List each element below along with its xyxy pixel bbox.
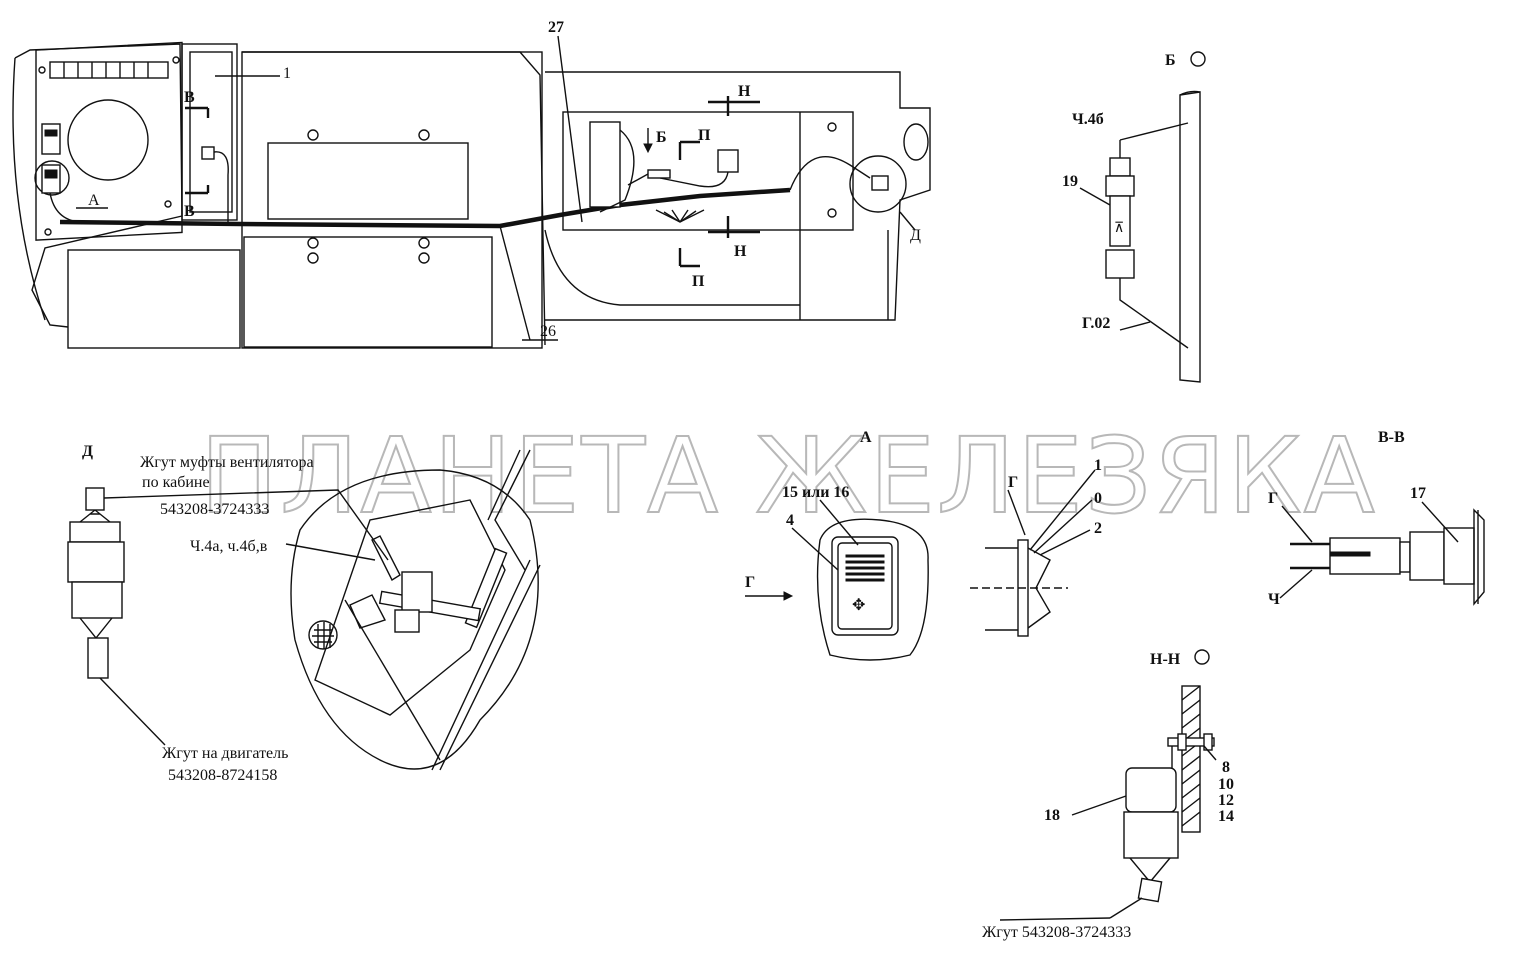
view-nn-fastener-1: 10 [1218, 776, 1234, 793]
view-a-detail-outline [816, 518, 929, 661]
watermark-text: ПЛАНЕТА ЖЕЛЕЗЯКА [200, 415, 1377, 537]
view-b-panel [1179, 91, 1201, 383]
mark-p-top: П [698, 127, 711, 144]
battery-upper [267, 142, 469, 220]
view-d-harness-engine-code: 543208-8724158 [168, 767, 277, 784]
view-d-harness-engine [87, 637, 109, 679]
view-g-pos1: 1 [1094, 457, 1102, 474]
fan-clutch-unit [589, 121, 621, 208]
view-d-plug-body [67, 541, 125, 583]
view-b-wire-top: Ч.4б [1072, 111, 1104, 128]
main-harness [59, 187, 791, 229]
mark-d: Д [910, 227, 921, 244]
view-g-pos2: 2 [1094, 520, 1102, 537]
diode-19 [1109, 195, 1131, 247]
detail-circle-d [849, 155, 907, 213]
callout-1: 1 [283, 65, 291, 82]
view-vv-title: В-В [1378, 429, 1405, 446]
view-d-harness-cab-line2: по кабине [142, 474, 210, 491]
view-d-grommet [308, 620, 338, 650]
view-g-pos0: 0 [1094, 490, 1102, 507]
view-b-wire-bottom: Г.02 [1082, 315, 1110, 332]
view-b-title: Б [1165, 52, 1176, 69]
mark-p-bottom: П [692, 273, 705, 290]
svg-text:⊼: ⊼ [1114, 221, 1124, 236]
view-nn-part-18: 18 [1044, 807, 1060, 824]
view-a: А ✥ 15 или 16 4 Г [745, 429, 929, 661]
central-housing [241, 51, 543, 349]
view-d: Д Жгут муфты вентилятора по кабине 54320… [67, 443, 541, 784]
view-nn-bolt [1167, 737, 1215, 747]
relay-box [717, 149, 739, 173]
dashboard-outline [14, 43, 183, 328]
view-a-title: А [860, 429, 872, 446]
view-a-part-frame: 4 [786, 512, 794, 529]
connector-v [201, 146, 215, 160]
mark-n-bottom: Н [734, 243, 747, 260]
indicator-strip [49, 61, 169, 79]
view-d-wires: Ч.4а, ч.4б,в [190, 538, 268, 555]
lamp-17 [1409, 531, 1445, 581]
view-d-bolt [401, 571, 433, 613]
gauge-circle [67, 99, 149, 181]
view-d-connector [85, 487, 105, 511]
side-panel [181, 43, 238, 221]
main-assembly-view: А 1 В В 26 [12, 19, 931, 349]
view-nn-harness: Жгут 543208-3724333 [982, 924, 1131, 941]
view-b: Б ⊼ Ч.4б 19 Г.02 [1062, 51, 1206, 383]
switch-a [41, 164, 61, 194]
view-vv-wire-ch: Ч [1268, 591, 1280, 608]
view-g: Г 1 0 2 [970, 457, 1102, 637]
view-d-harness-engine-line1: Жгут на двигатель [162, 745, 288, 762]
inline-connector [647, 169, 671, 179]
view-nn-fastener-2: 12 [1218, 792, 1234, 809]
view-nn-fastener-0: 8 [1222, 759, 1230, 776]
view-d-harness-cab-code: 543208-3724333 [160, 501, 269, 518]
view-g-title: Г [1008, 474, 1018, 491]
view-nn: Н-Н 18 8 10 12 14 Жгут 543208-3724333 [982, 649, 1234, 941]
view-b-plug-top [1109, 157, 1131, 177]
view-vv-wire-g: Г [1268, 490, 1278, 507]
view-nn-fastener-3: 14 [1218, 808, 1234, 825]
switch-upper [41, 123, 61, 155]
battery-lower [243, 236, 493, 348]
view-b-plug-bottom [1105, 249, 1135, 279]
view-b-scale-mark [1190, 51, 1206, 67]
connector-d [871, 175, 889, 191]
view-a-arrow-g: Г [745, 574, 755, 591]
mark-v-bottom: В [184, 203, 195, 220]
view-nn-wall [1181, 685, 1201, 833]
callout-26: 26 [540, 323, 556, 340]
callout-27: 27 [548, 19, 564, 36]
view-vv-part-17: 17 [1410, 485, 1426, 502]
view-vv: В-В Г Ч 17 [1268, 429, 1485, 608]
mark-a: А [88, 192, 100, 209]
view-d-harness-cab-line1: Жгут муфты вентилятора [140, 454, 314, 471]
mark-v-top: В [184, 89, 195, 106]
view-a-part-switch: 15 или 16 [782, 484, 849, 501]
relay-18 [1125, 767, 1177, 813]
mark-n-top: Н [738, 83, 751, 100]
view-nn-scale-mark [1194, 649, 1210, 665]
fan-icon: ✥ [852, 597, 865, 614]
view-d-title: Д [82, 443, 93, 460]
left-base-block [67, 249, 241, 349]
view-d-detail-outline [290, 469, 539, 770]
right-frame [545, 71, 931, 321]
view-nn-title: Н-Н [1150, 651, 1181, 668]
detail-circle-a [34, 160, 70, 196]
mark-b: Б [656, 129, 667, 146]
view-b-part-19: 19 [1062, 173, 1078, 190]
